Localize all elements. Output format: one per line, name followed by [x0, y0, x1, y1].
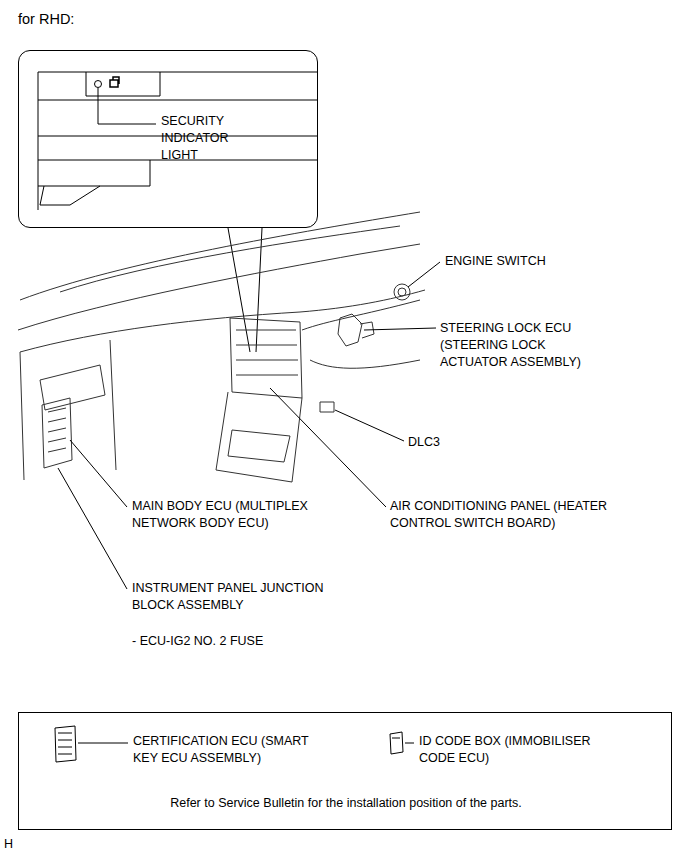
part-label: ENGINE SWITCH	[445, 253, 605, 270]
dashboard-sketch	[18, 212, 425, 482]
part-label: DLC3	[408, 434, 478, 451]
part-label: INSTRUMENT PANEL JUNCTION BLOCK ASSEMBLY	[132, 580, 337, 614]
fuse-note: - ECU-IG2 NO. 2 FUSE	[132, 633, 352, 650]
part-label: SECURITY INDICATOR LIGHT	[161, 113, 256, 164]
figure-code: H	[4, 836, 24, 853]
part-label: STEERING LOCK ECU (STEERING LOCK ACTUATO…	[440, 320, 592, 371]
leader-lines	[58, 262, 440, 589]
diagram-title: for RHD:	[18, 11, 74, 27]
part-label: MAIN BODY ECU (MULTIPLEX NETWORK BODY EC…	[132, 498, 337, 532]
part-label: CERTIFICATION ECU (SMART KEY ECU ASSEMBL…	[133, 733, 323, 767]
part-label: ID CODE BOX (IMMOBILISER CODE ECU)	[419, 733, 604, 767]
inset-sketch	[38, 72, 318, 210]
inset-callout: SECURITY INDICATOR LIGHT	[18, 50, 318, 228]
inset-pointer	[228, 228, 262, 352]
part-label: Refer to Service Bulletin for the instal…	[19, 795, 673, 812]
part-label: AIR CONDITIONING PANEL (HEATER CONTROL S…	[390, 498, 635, 532]
parts-note-box: CERTIFICATION ECU (SMART KEY ECU ASSEMBL…	[18, 712, 672, 830]
